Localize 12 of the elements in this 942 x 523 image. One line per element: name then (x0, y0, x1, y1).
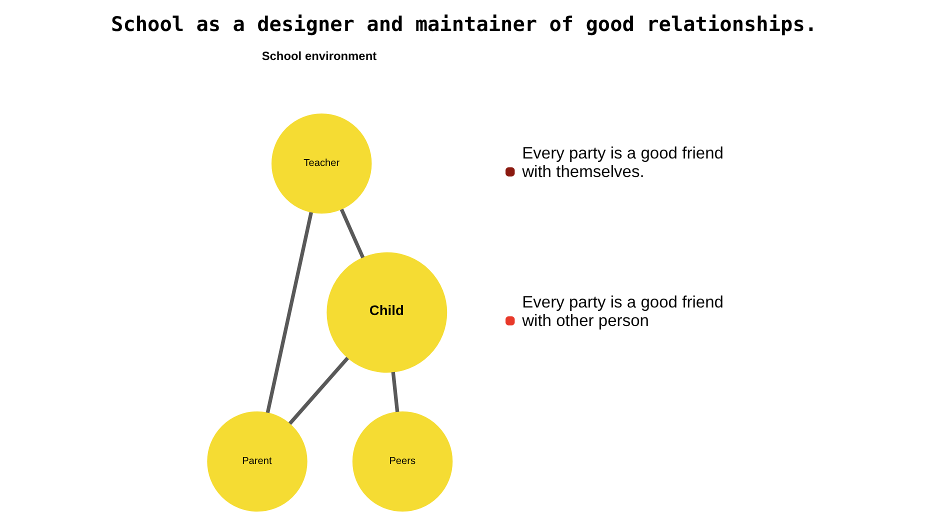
label: School environment (261, 49, 376, 64)
node-circle: Teacher (271, 113, 372, 214)
connector (265, 212, 312, 414)
connector (390, 372, 399, 412)
connector (288, 356, 349, 425)
connector (339, 208, 364, 258)
label: Every party is a good friend with themselves. (522, 143, 724, 181)
node-circle: Child (326, 252, 447, 373)
diagram-title: School as a designer and maintainer of good relationships. (110, 12, 817, 36)
label: Every party is a good friend with other person (522, 292, 724, 330)
node-circle: Peers (352, 411, 452, 512)
node-circle: Parent (206, 411, 307, 512)
